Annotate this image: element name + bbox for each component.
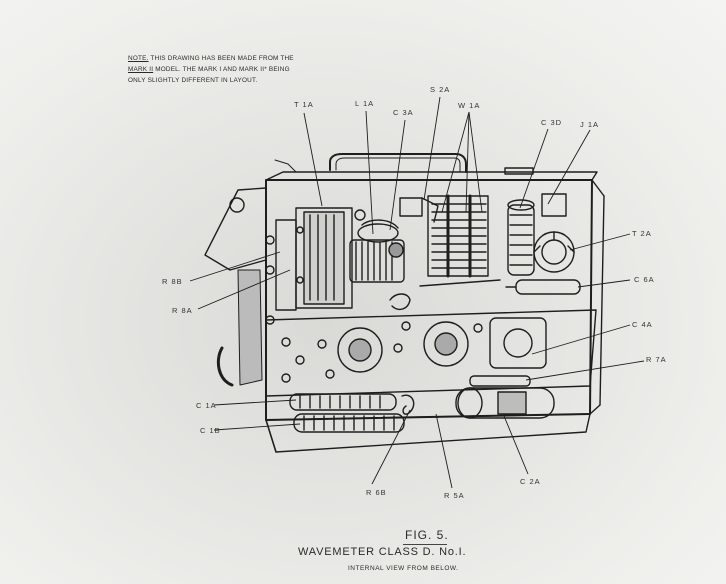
label-t1a: T 1A [294,100,314,109]
note-line2: MODEL. THE MARK I AND MARK II* BEING [155,66,290,73]
label-t2a: T 2A [632,229,652,238]
label-w1a: W 1A [458,101,481,110]
label-r5a: R 5A [444,491,465,500]
label-c3d: C 3D [541,118,563,127]
capacitor-c6a [505,279,581,295]
figure-number: FIG. 5. [405,528,449,542]
label-c2a: C 2A [520,477,541,486]
note-lead: NOTE. [128,55,149,62]
note-model: MARK II [128,66,154,73]
label-c1b: C 1B [200,426,221,435]
label-l1a: L 1A [355,99,375,108]
note-text: THIS DRAWING HAS BEEN MADE FROM THE [150,55,294,62]
resistor-r6b [401,394,415,415]
label-r8b: R 8B [162,277,183,286]
note-line3: ONLY SLIGHTLY DIFFERENT IN LAYOUT. [128,77,258,84]
label-c6a: C 6A [634,275,655,284]
label-s2a: S 2A [430,85,451,94]
figure-underline [403,544,447,545]
resistor-r7a [469,375,531,387]
lower-tag-board [265,293,597,397]
figure-subtitle: INTERNAL VIEW FROM BELOW. [348,565,459,572]
label-r6b: R 6B [366,488,387,497]
coil-l1a [349,239,405,283]
jack-j1a [533,193,575,273]
label-j1a: J 1A [580,120,600,129]
drawing-note: NOTE. THIS DRAWING HAS BEEN MADE FROM TH… [128,53,358,86]
capacitor-c2a [455,387,555,419]
transformer-t1a [265,207,353,325]
label-c3a: C 3A [393,108,414,117]
label-r8a: R 8A [172,306,193,315]
label-c1a: C 1A [196,401,217,410]
switch-s2a [399,197,439,223]
label-r7a: R 7A [646,355,667,364]
capacitor-c3a [354,209,399,243]
coil-bank-w1a [419,194,501,287]
capacitor-c1a [289,393,397,411]
figure-title: WAVEMETER CLASS D. No.I. [298,546,467,558]
leader-lines [189,96,645,489]
capacitor-c1b [293,413,405,433]
capacitor-c3d [507,199,535,276]
label-c4a: C 4A [632,320,653,329]
